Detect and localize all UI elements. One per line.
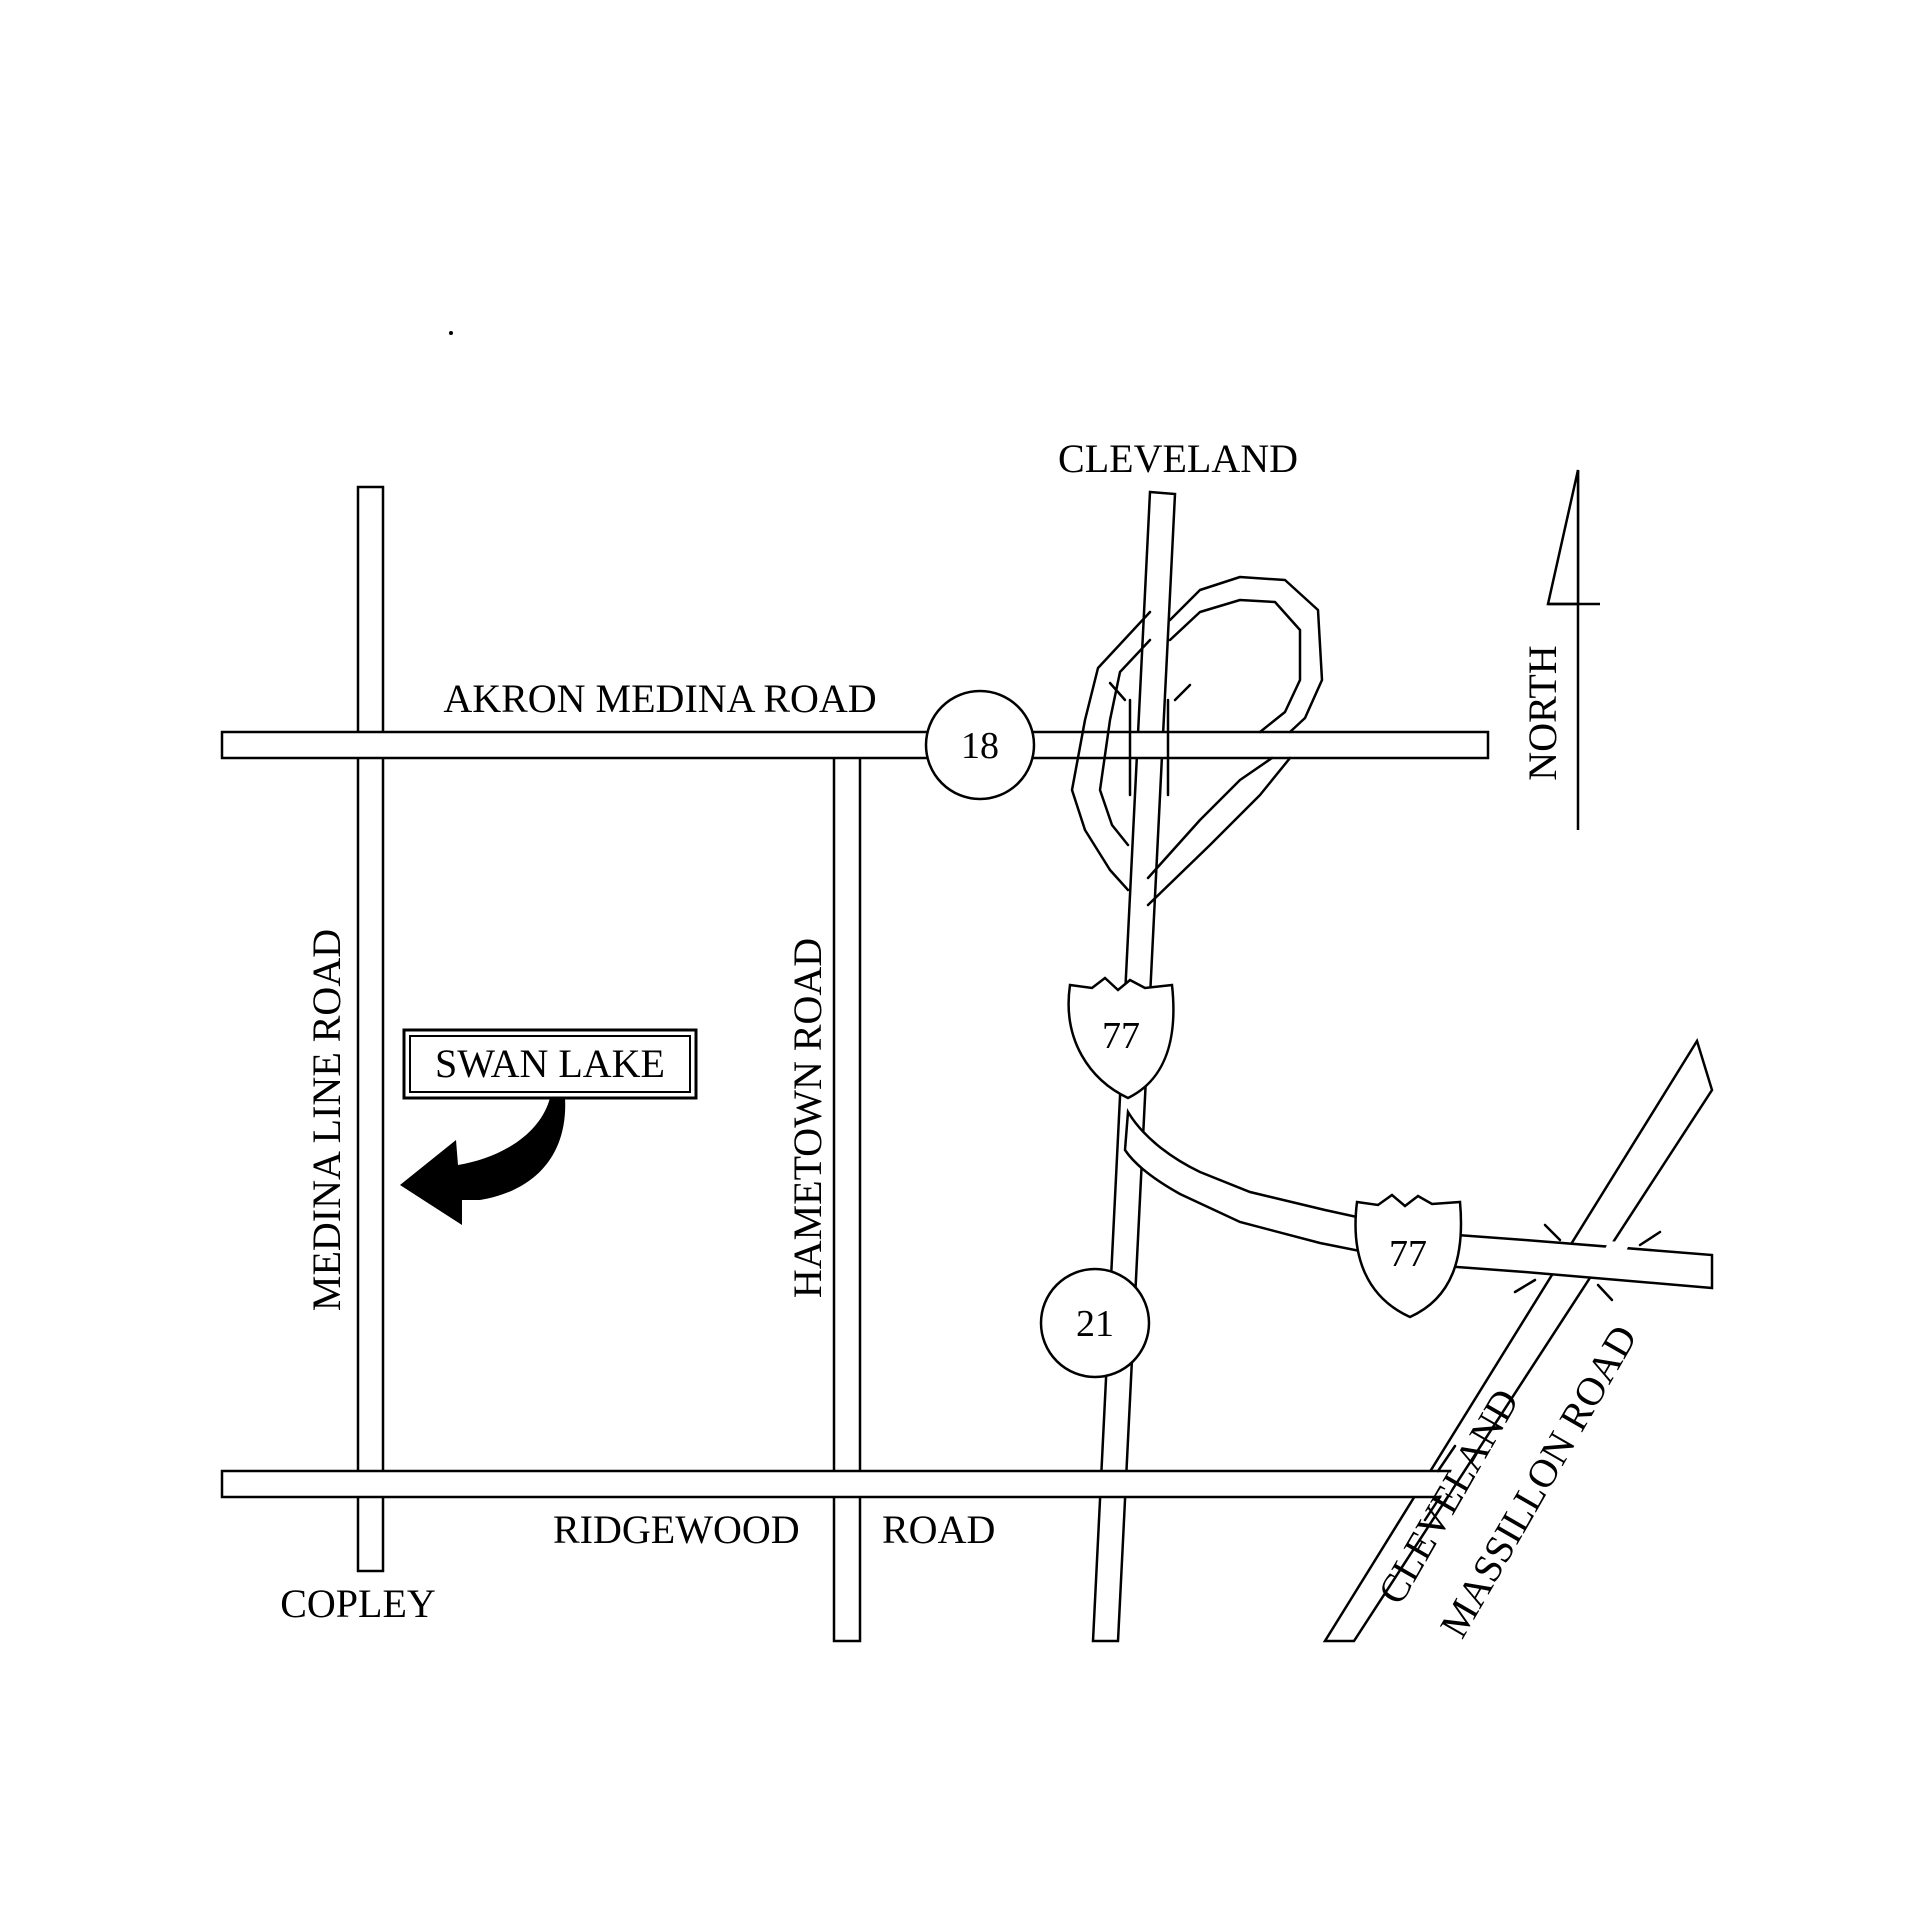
i77-east-label: 77 (1389, 1233, 1427, 1275)
route-21-label: 21 (1076, 1303, 1114, 1345)
i77-north-label: 77 (1102, 1015, 1140, 1057)
north-label: NORTH (1520, 645, 1565, 780)
ridgewood-label: RIDGEWOOD (553, 1507, 800, 1552)
cleveland-label: CLEVELAND (1058, 436, 1298, 481)
swan-lake-arrow-icon (400, 1098, 566, 1225)
route-18-label: 18 (961, 725, 999, 767)
akron-medina-road-label: AKRON MEDINA ROAD (443, 676, 876, 721)
road-label: ROAD (882, 1507, 995, 1552)
swan-lake-callout: SWAN LAKE (402, 1028, 698, 1100)
i77-east-branch (1123, 1108, 1714, 1290)
i77-shield-east: 77 (1354, 1193, 1463, 1319)
copley-label: COPLEY (280, 1581, 436, 1626)
ridgewood-massillon-junction (1423, 1444, 1457, 1522)
north-arrow-icon (1546, 469, 1600, 830)
hametown-road-label: HAMETOWN ROAD (785, 938, 830, 1298)
route-21-marker: 21 (1039, 1267, 1151, 1379)
swan-lake-label: SWAN LAKE (435, 1041, 665, 1086)
hametown-road (832, 742, 862, 1643)
i77-shield-north: 77 (1067, 976, 1175, 1100)
medina-line-road (356, 485, 385, 1573)
intersection-masks (359, 733, 1630, 1496)
medina-line-road-label: MEDINA LINE ROAD (304, 929, 349, 1311)
overpass-ticks (1513, 1223, 1662, 1302)
interchange-ramps (1070, 575, 1324, 907)
route-18-marker: 18 (924, 689, 1036, 801)
scan-dot (449, 331, 453, 335)
